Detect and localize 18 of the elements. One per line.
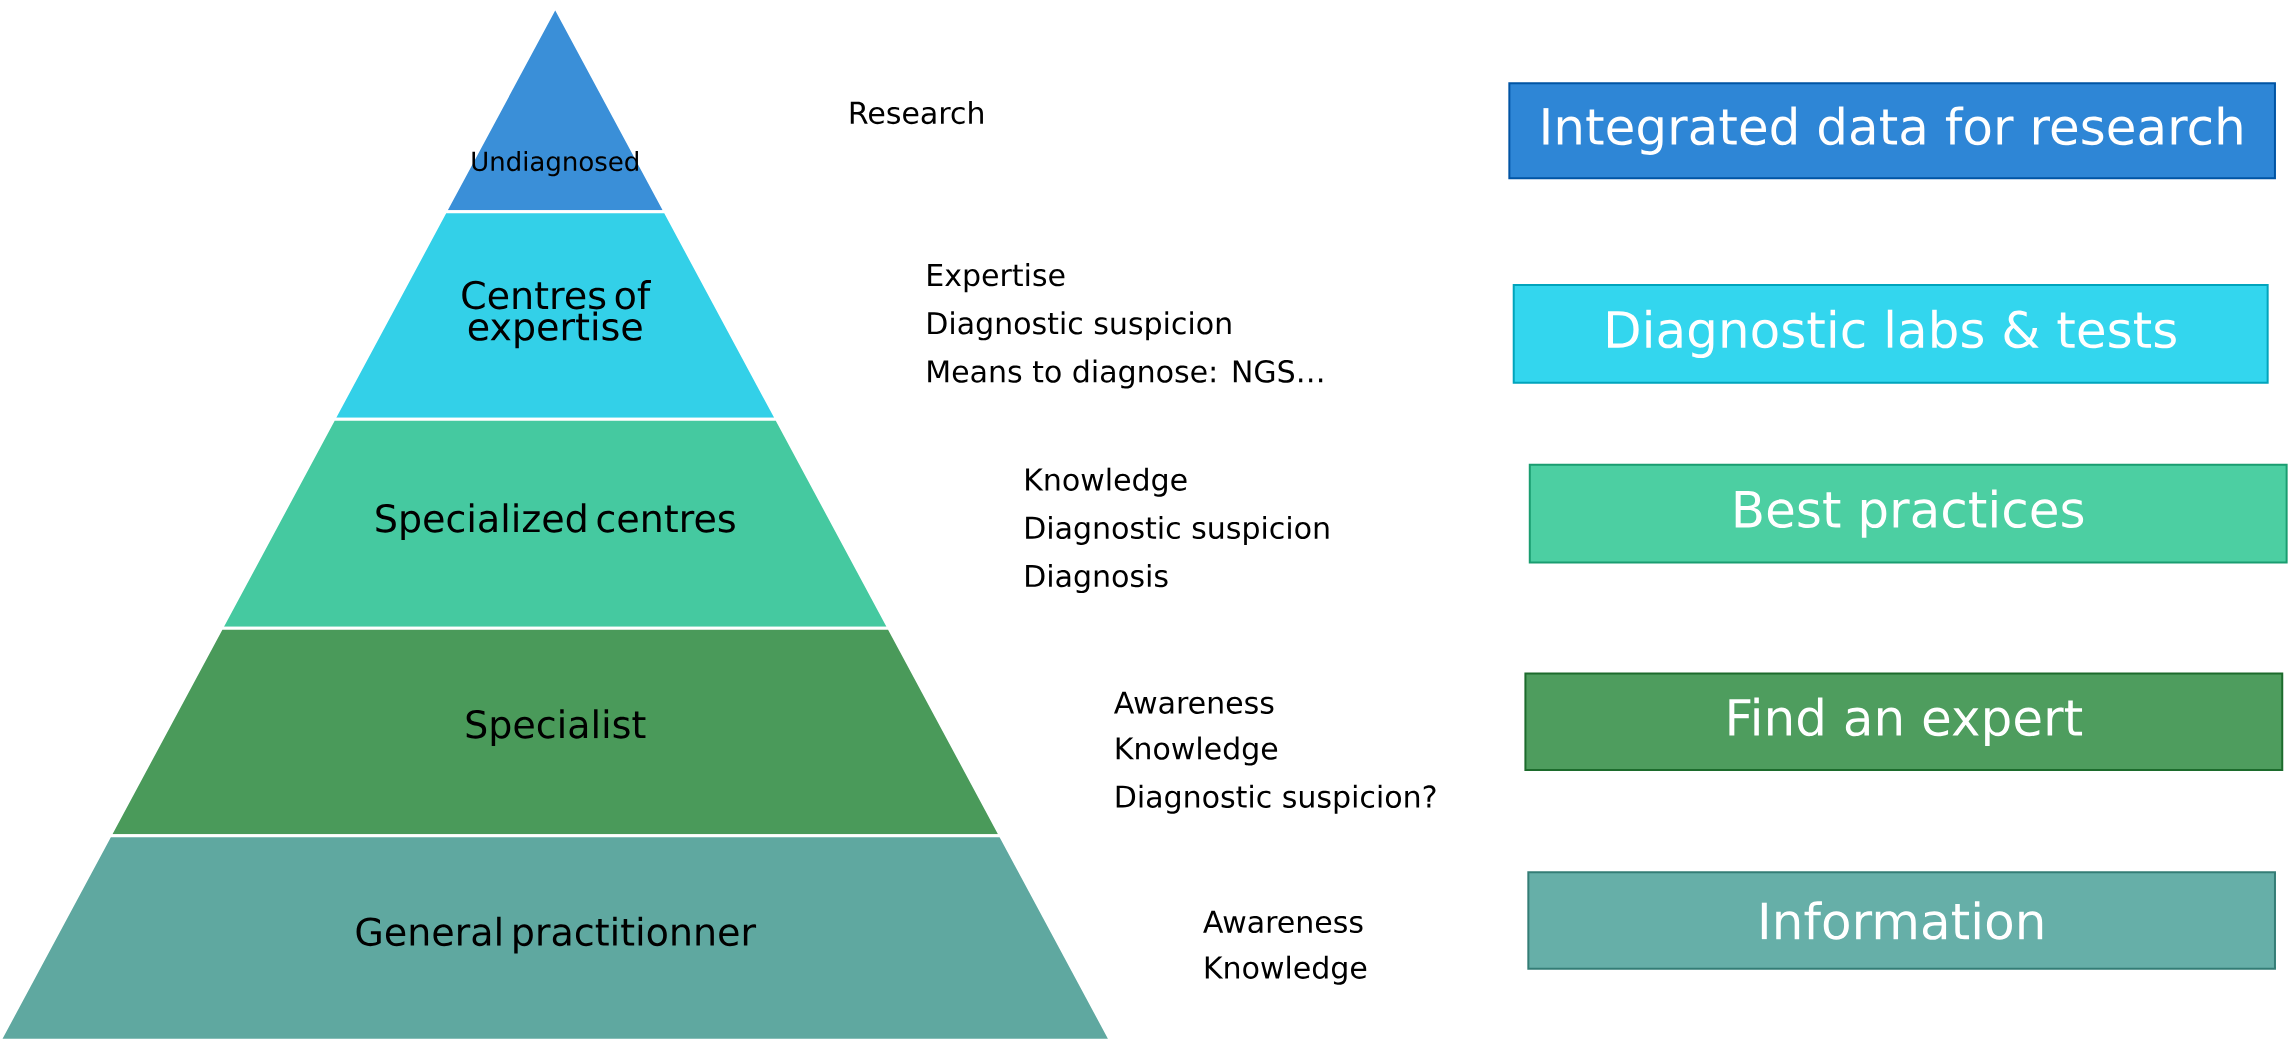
pyramid-tier: General practitionner — [0, 834, 1113, 1040]
side-note: Research — [850, 100, 983, 124]
side-note: Expertise — [928, 262, 1065, 292]
feature-box: Best practices — [1528, 463, 2288, 564]
feature-box: Information — [1527, 871, 2276, 970]
side-note: Diagnostic suspicion — [1026, 515, 1329, 545]
feature-box: Integrated data for research — [1508, 82, 2276, 180]
feature-box: Find an expert — [1524, 672, 2284, 771]
side-note: Knowledge — [1205, 955, 1367, 985]
side-note: Diagnostic suspicion — [928, 311, 1231, 341]
side-note: Knowledge — [1026, 467, 1187, 497]
side-note: Diagnosis — [1026, 563, 1168, 593]
side-note: Means to diagnose: NGS… — [928, 359, 1323, 389]
side-note: Awareness — [1114, 691, 1274, 714]
side-note: Knowledge — [1116, 736, 1278, 766]
side-note: Diagnostic suspicion? — [1116, 784, 1436, 814]
side-note: Awareness — [1203, 910, 1363, 933]
feature-box: Diagnostic labs & tests — [1512, 283, 2269, 384]
